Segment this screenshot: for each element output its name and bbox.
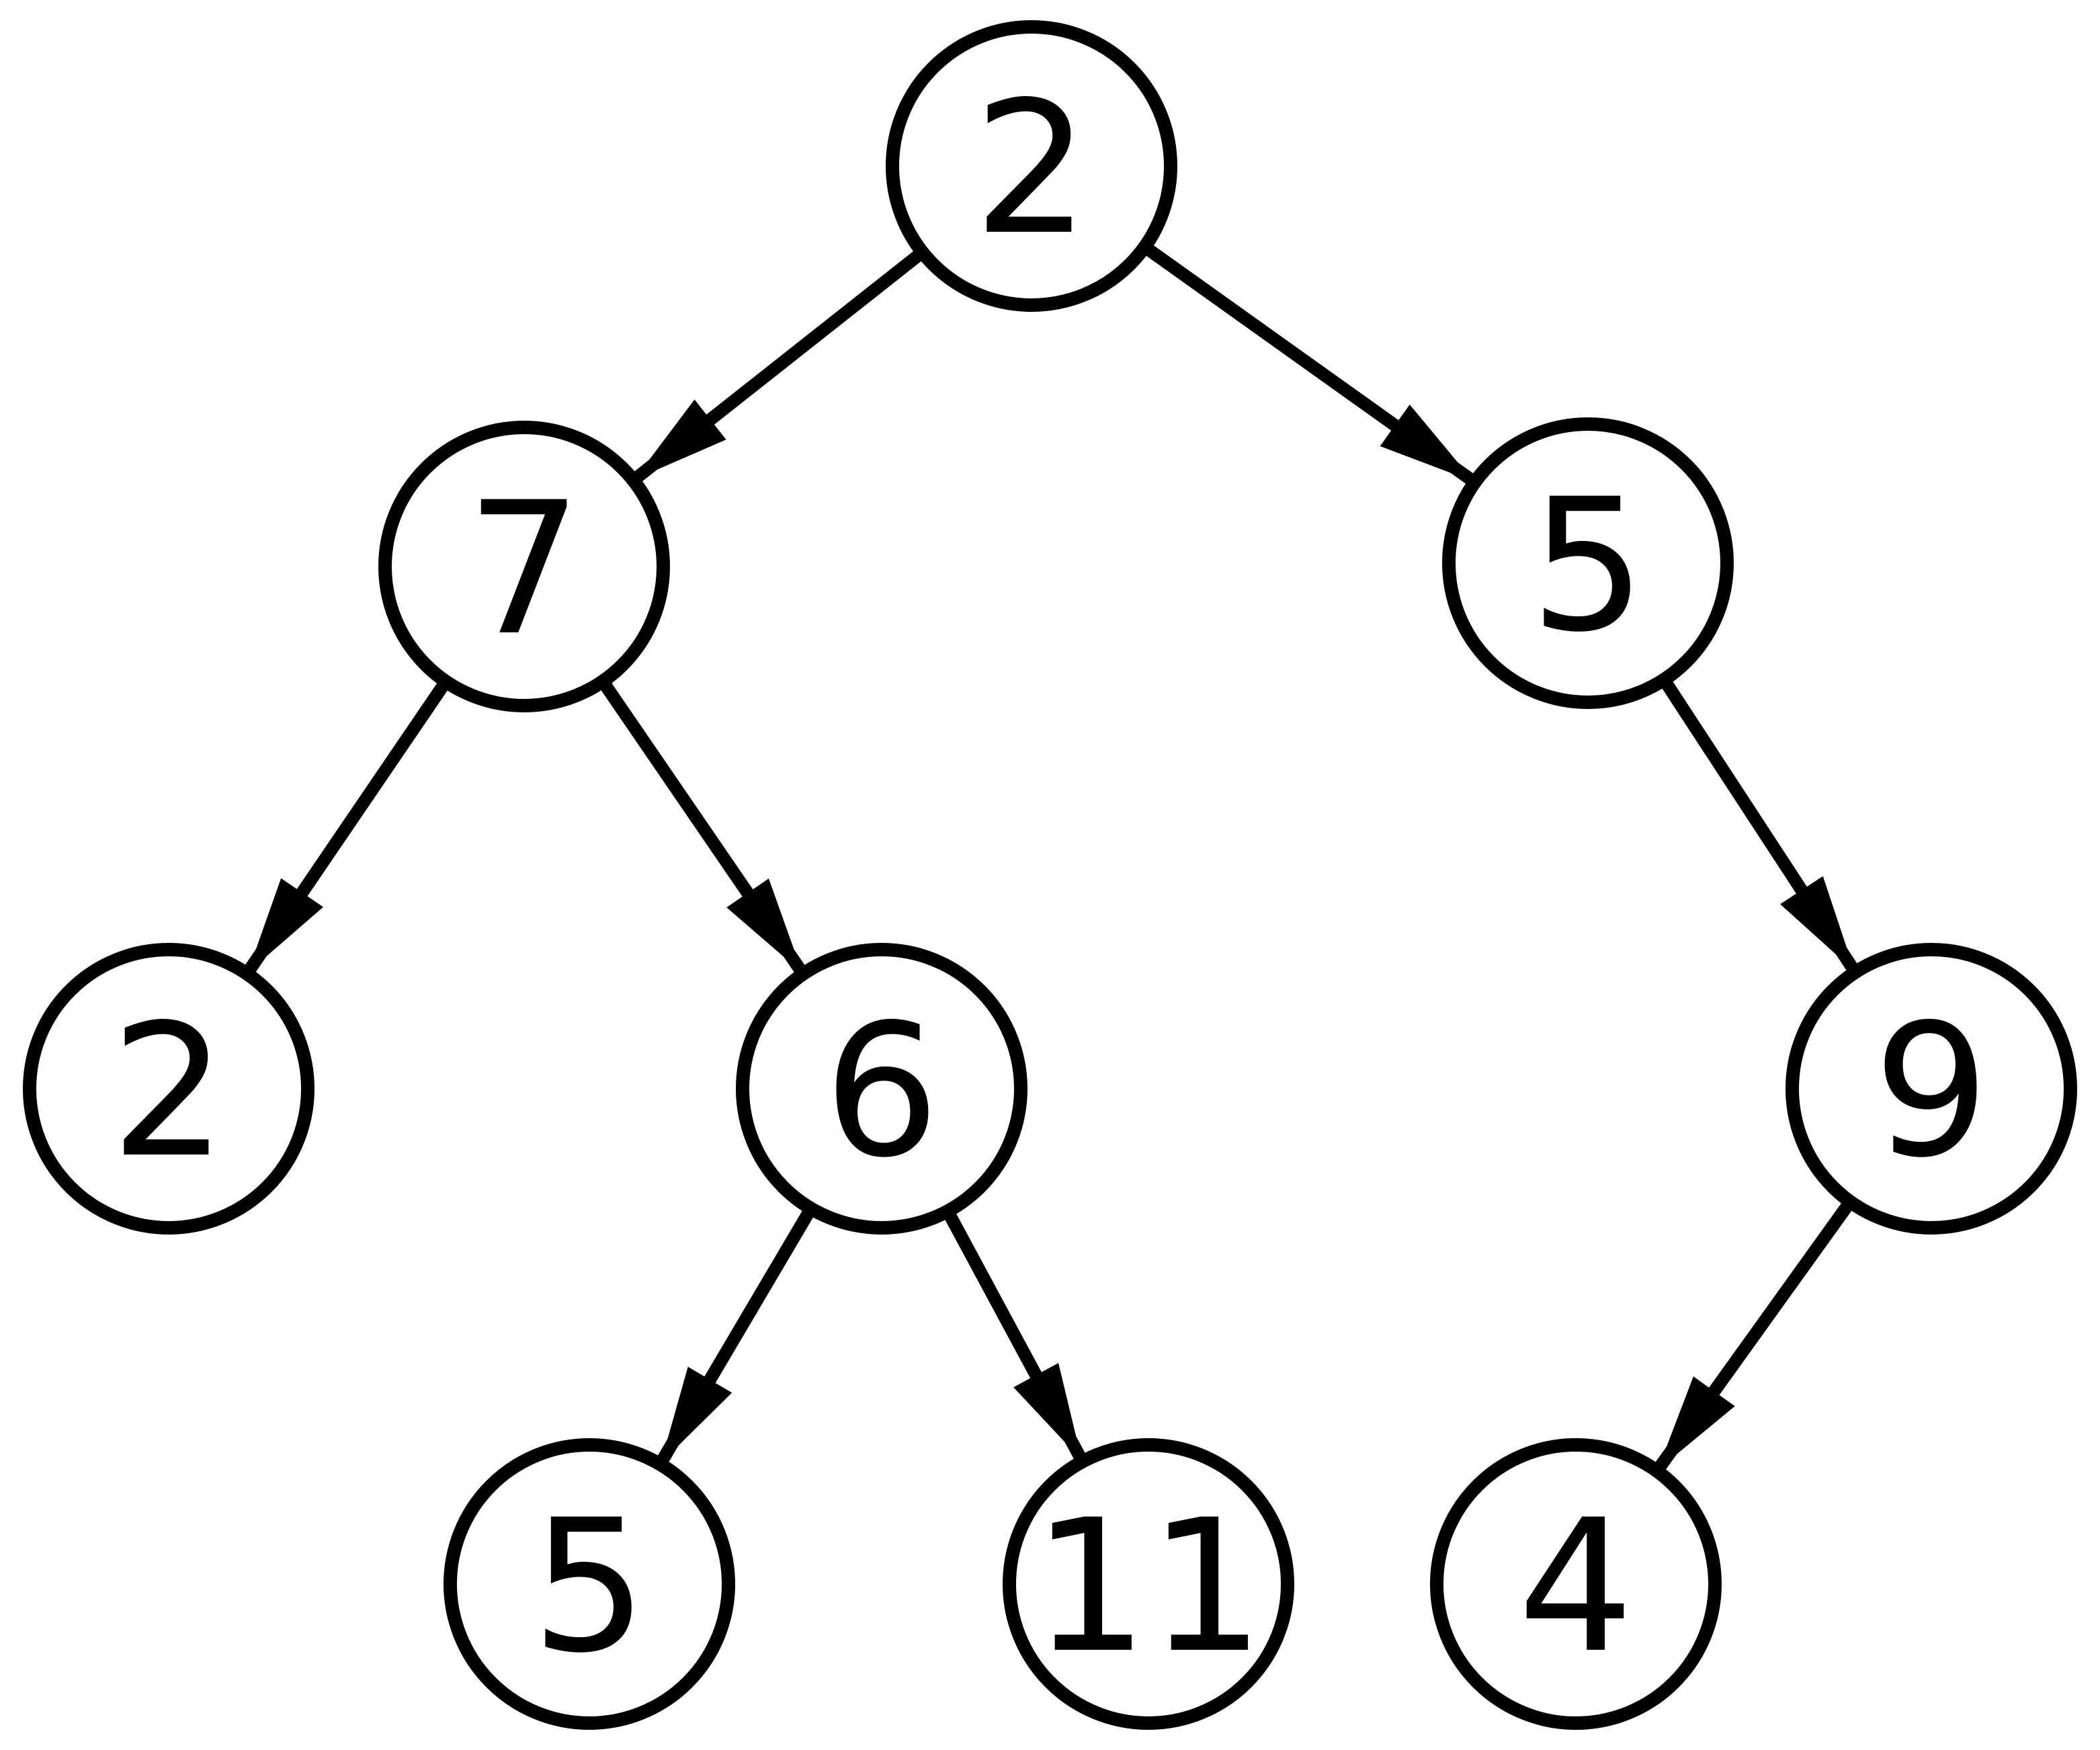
node-circle	[23, 943, 314, 1235]
node-label: 11	[1032, 1481, 1265, 1694]
edge-l-to-lr	[597, 677, 807, 976]
node-label: 7	[466, 464, 582, 676]
node-circle	[886, 20, 1177, 312]
edges-layer	[243, 241, 1859, 1473]
node-circle	[1430, 1438, 1722, 1730]
node-label: 6	[823, 986, 939, 1198]
node-label: 9	[1873, 986, 1989, 1198]
tree-node-rr: 9	[1786, 943, 2077, 1235]
tree-node-ll: 2	[23, 943, 314, 1235]
node-label: 5	[531, 1481, 647, 1694]
node-circle	[1786, 943, 2077, 1235]
tree-node-l: 7	[378, 421, 670, 712]
node-label: 2	[110, 986, 226, 1198]
tree-node-r: 5	[1442, 417, 1734, 709]
edge-lr-to-lrl	[656, 1205, 816, 1466]
edge-l-to-ll	[243, 677, 452, 975]
node-circle	[1003, 1438, 1294, 1730]
node-circle	[444, 1438, 735, 1730]
edge-lr-to-lrr	[941, 1208, 1087, 1462]
node-label: 2	[973, 63, 1089, 276]
edge-root-to-l	[631, 247, 927, 484]
node-label: 5	[1529, 460, 1646, 673]
node-circle	[378, 421, 670, 712]
tree-node-lrl: 5	[444, 1438, 735, 1730]
edge-r-to-rr	[1658, 676, 1859, 974]
tree-node-rrl: 4	[1430, 1438, 1722, 1730]
edge-rr-to-rrl	[1653, 1198, 1856, 1473]
tree-node-lrr: 11	[1003, 1438, 1294, 1730]
node-circle	[1442, 417, 1734, 709]
edge-root-to-r	[1140, 241, 1476, 487]
tree-node-lr: 6	[736, 943, 1027, 1235]
nodes-layer: 2 7 5 2 6 9 5 11 4	[23, 20, 2077, 1730]
node-label: 4	[1517, 1481, 1634, 1694]
node-circle	[736, 943, 1027, 1235]
tree-node-root: 2	[886, 20, 1177, 312]
